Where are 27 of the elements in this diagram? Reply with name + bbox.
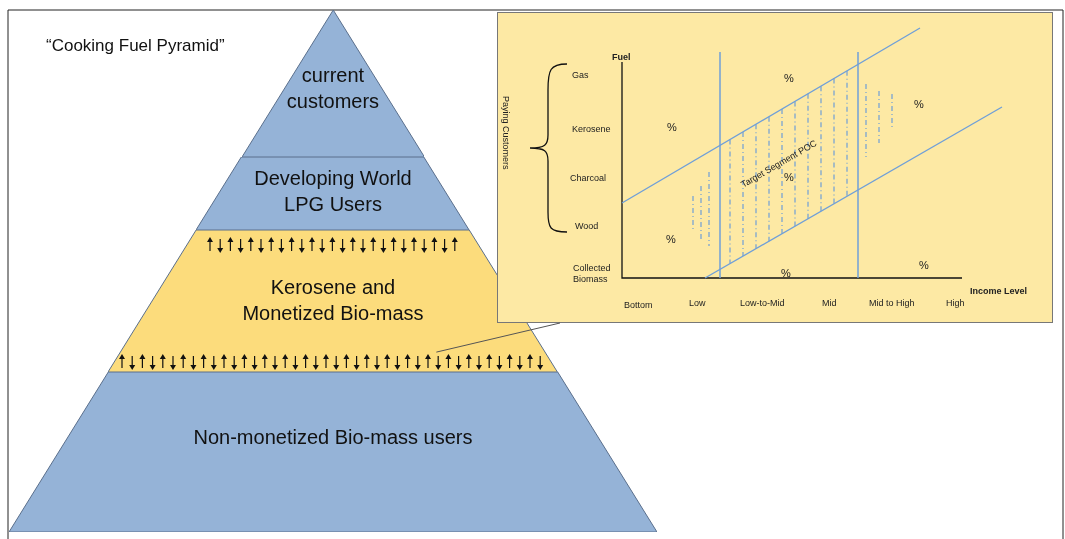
axis-label: Gas	[572, 70, 589, 81]
axis-label: Charcoal	[570, 173, 607, 184]
axis-label: Low-to-Mid	[740, 298, 785, 309]
axis-label: Wood	[575, 221, 599, 232]
axis-label: Bottom	[624, 300, 653, 311]
axis-title: Paying Customers	[500, 96, 511, 170]
percent-label: %	[919, 260, 929, 271]
percent-label: %	[784, 73, 794, 84]
axis-title: Fuel	[612, 52, 631, 63]
tier-label: Kerosene and Monetized Bio-mass	[241, 275, 425, 326]
axis-label: High	[946, 298, 965, 309]
percent-label: %	[784, 172, 794, 183]
callout-panel	[497, 12, 1053, 323]
axis-label: Mid	[822, 298, 837, 309]
axis-label: Low	[689, 298, 706, 309]
percent-label: %	[914, 99, 924, 110]
axis-label: Kerosene	[572, 124, 611, 135]
percent-label: %	[781, 268, 791, 279]
axis-label: Mid to High	[869, 298, 915, 309]
tier-label: Non-monetized Bio-mass users	[192, 425, 474, 450]
tier-label: Developing World LPG Users	[253, 166, 413, 217]
tier-label: current customers	[285, 63, 381, 114]
diagram-title: “Cooking Fuel Pyramid”	[46, 36, 225, 56]
axis-label: Collected Biomass	[573, 263, 612, 285]
axis-title: Income Level	[970, 286, 1028, 297]
percent-label: %	[667, 122, 677, 133]
percent-label: %	[666, 234, 676, 245]
